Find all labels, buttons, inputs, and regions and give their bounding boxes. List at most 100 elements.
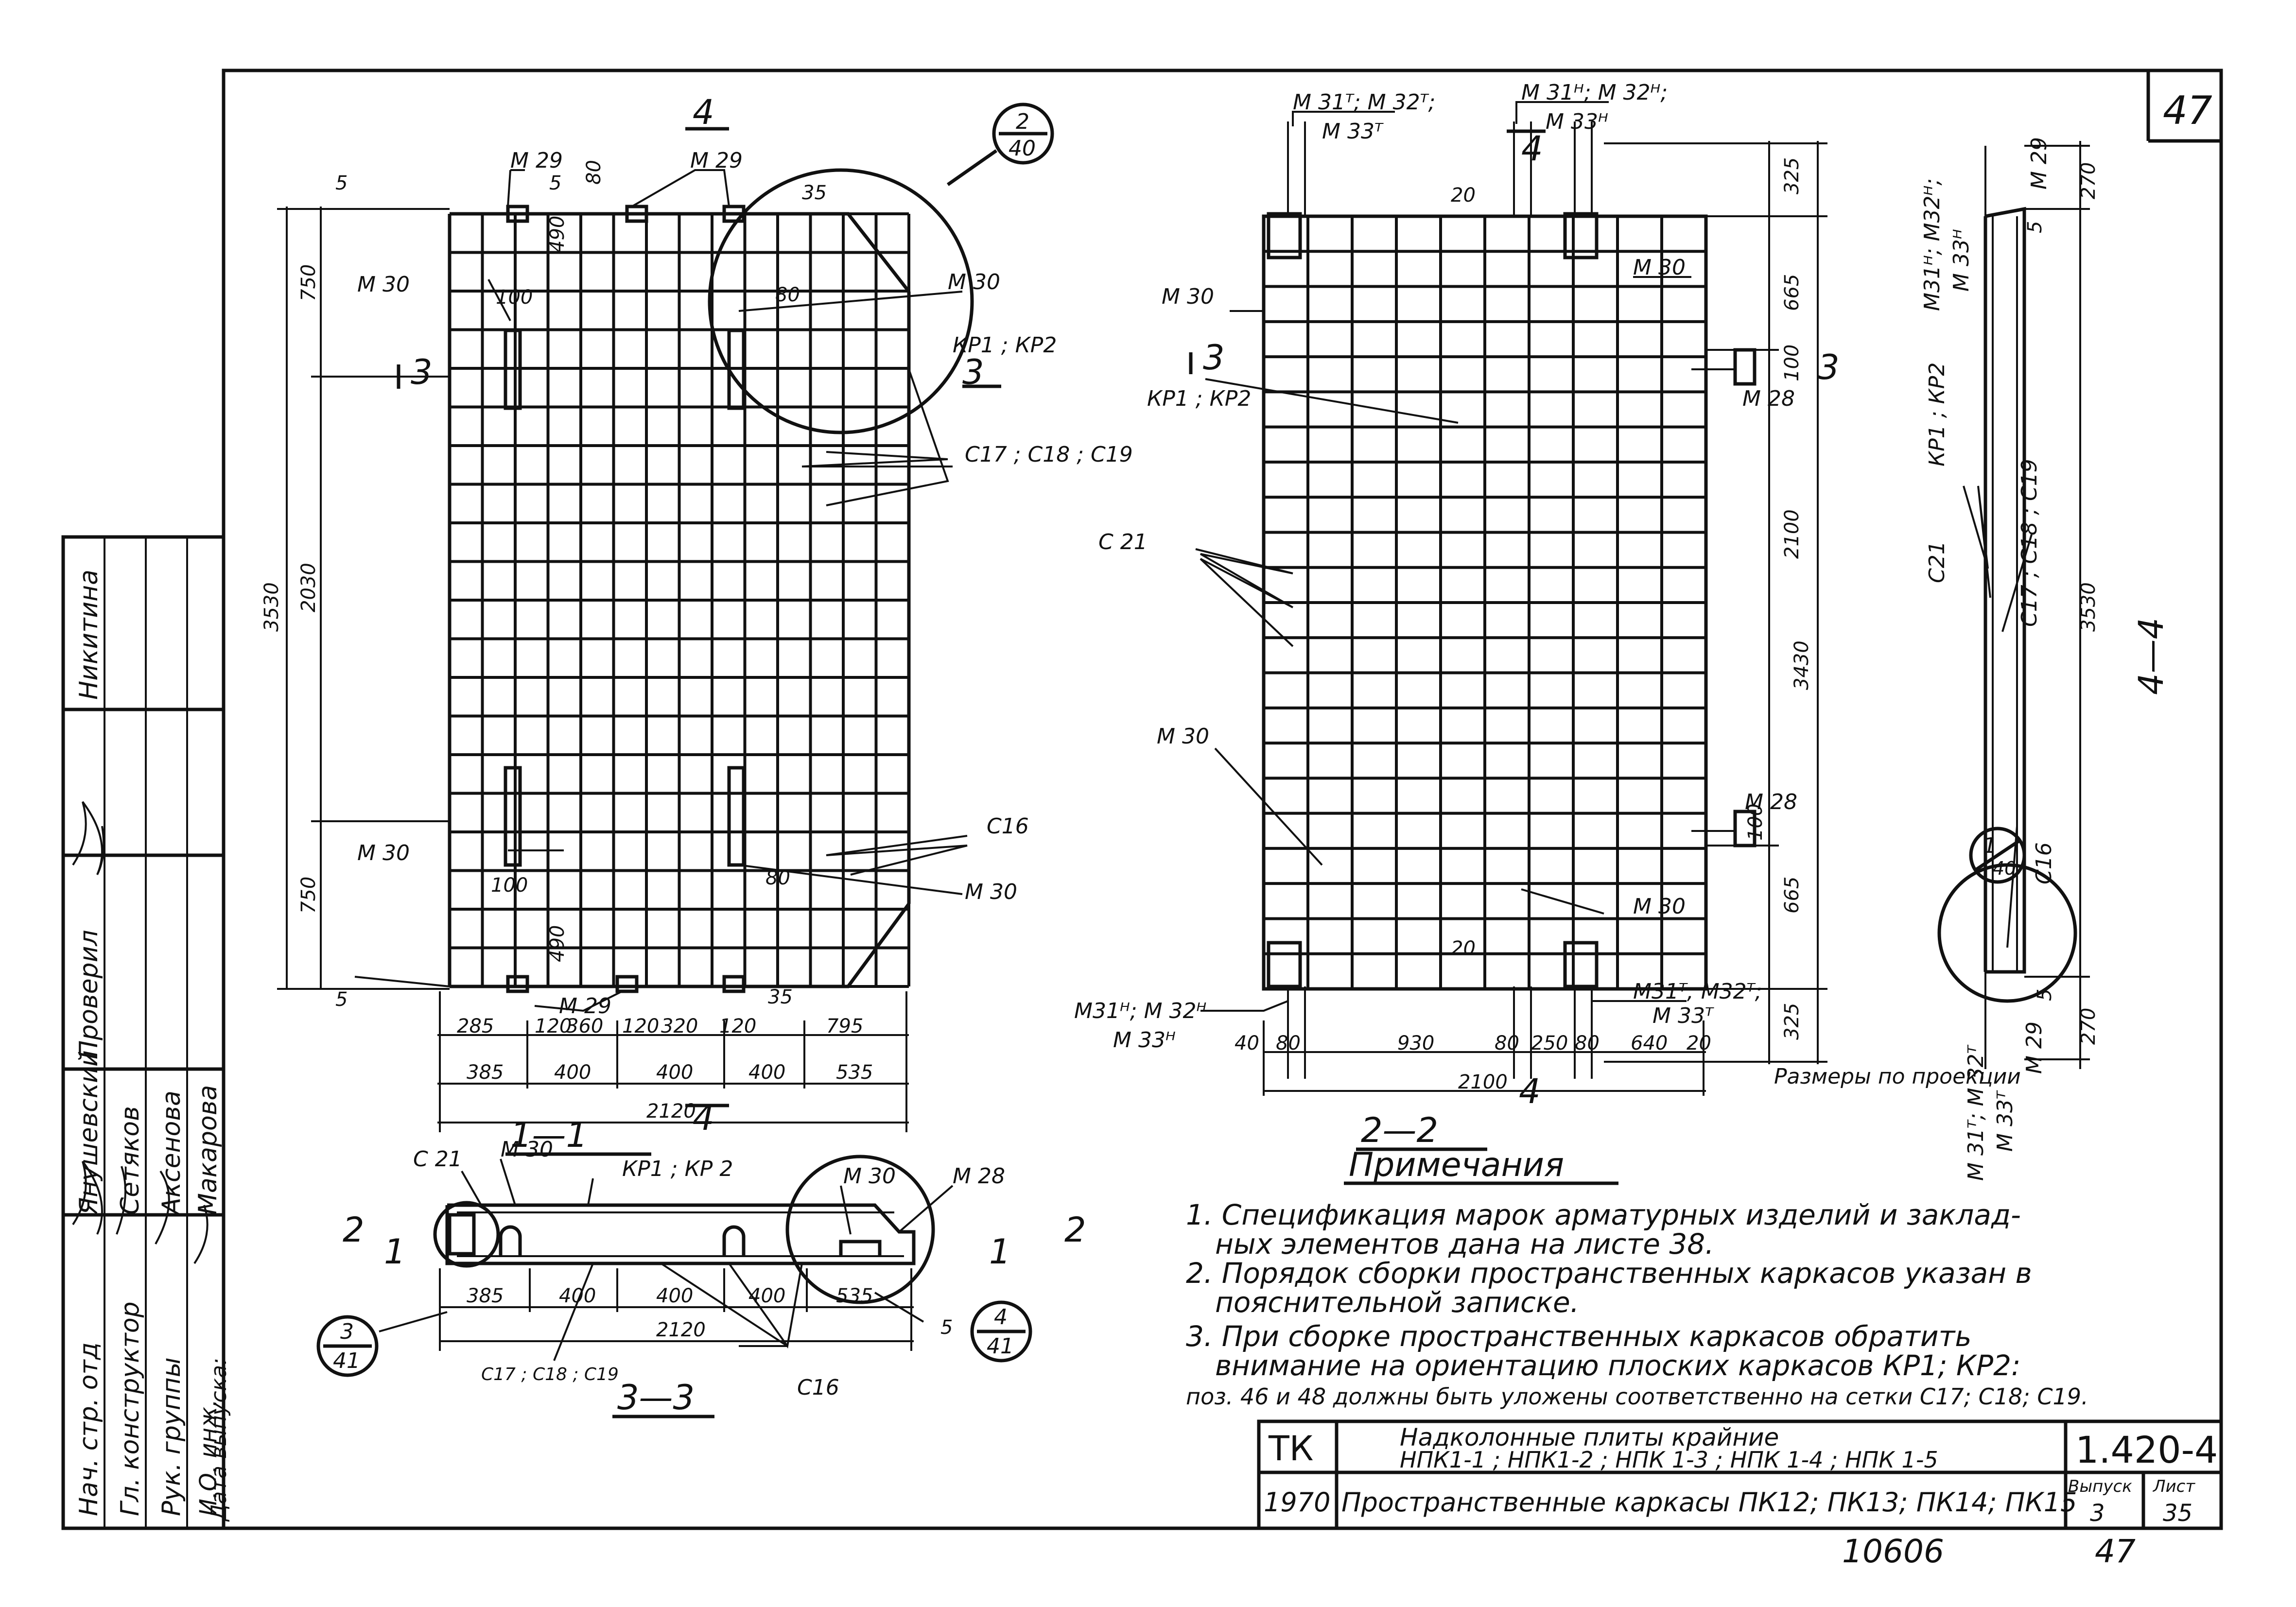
dim-33-0: 385: [467, 1285, 504, 1307]
dim-r2-4: 535: [836, 1061, 873, 1084]
detail-circle-1: [1937, 863, 2077, 1003]
view-1-1: 3530 750 2030 750 5 5 5 80 80 80 35 35 4…: [261, 92, 1133, 1156]
dim-35-b: 35: [768, 986, 793, 1008]
dim-r1-6: 795: [826, 1015, 863, 1037]
rebar-mesh-1-1: [448, 212, 910, 988]
cut-1-right: 1: [989, 1232, 1011, 1272]
section-loops-3-3: [448, 1213, 882, 1256]
note-line-1: ных элементов дана на листе 38.: [1215, 1227, 1714, 1261]
dims-left-1-1: [277, 207, 450, 990]
detail-circle-4: [785, 1155, 935, 1304]
dim-b-7: 20: [1687, 1032, 1711, 1054]
side-stamp: Нач. стр. отд Янушевский Проверил Никити…: [61, 535, 231, 1530]
callout-2-num: 2: [1016, 109, 1029, 134]
view-4-4: 270 5 3530 5 270 M 29 M31ᴴ; M32ᴴ; M 33ᴴ …: [1920, 137, 2171, 1181]
dim-b-3: 80: [1495, 1032, 1519, 1054]
cut-4-top: 4: [693, 92, 714, 132]
mark-m30-3a: M 30: [501, 1137, 553, 1162]
mark-m29-a: M 29: [510, 148, 563, 173]
signature-marks: [72, 1160, 209, 1264]
dim-2100-v: 2100: [1781, 509, 1803, 559]
mark-m28-a: M 28: [1742, 386, 1795, 411]
dim-b-0: 40: [1235, 1032, 1259, 1054]
stamp-name-1: Сетяков: [116, 1106, 145, 1215]
rebar-mesh-2-2: [1262, 215, 1707, 990]
dims-right-2-2: [1604, 141, 1827, 1064]
mark-c21-4: С21: [1925, 541, 1949, 583]
cut-2-left: 2: [343, 1210, 365, 1250]
cut-4-bot-2: 4: [1519, 1071, 1541, 1111]
dim-r1-2: 360: [566, 1015, 603, 1037]
mark-m31t: M 31ᵀ; M 32ᵀ;: [1293, 90, 1435, 115]
dim-33-4: 535: [836, 1285, 873, 1307]
stamp-role-2: Рук. группы: [157, 1357, 186, 1516]
dim-5-4a: 5: [2024, 221, 2046, 233]
dim-270-b: 270: [2077, 1008, 2100, 1045]
mark-c17-4: С17 ; С18 ; С19: [2017, 459, 2042, 627]
cut-1-left: 1: [384, 1232, 406, 1272]
mark-m30-d: M 30: [965, 880, 1017, 904]
mark-m30-2a: M 30: [1162, 284, 1214, 309]
dims-4-4: [2024, 141, 2090, 1069]
notes-block: Примечания 1. Спецификация марок арматур…: [1186, 1146, 2088, 1410]
cut-3-right-2: 3: [1818, 347, 1840, 387]
dim-5-c: 5: [335, 988, 348, 1011]
dim-490-b: 490: [546, 925, 569, 962]
view-1-1-title: 1—1: [510, 1115, 588, 1155]
stamp-name-2: Аксенова: [157, 1090, 186, 1216]
mark-m31t-4: M 31ᵀ; M 32ᵀ: [1964, 1044, 1988, 1181]
dim-b-4: 250: [1531, 1032, 1568, 1054]
notes-title: Примечания: [1349, 1146, 1564, 1184]
tb-issue-label: Выпуск: [2068, 1477, 2132, 1496]
mark-m30-2d: M 30: [1633, 894, 1686, 919]
detail-circle-3: [433, 1201, 500, 1268]
embedded-plates-2-2: [1267, 212, 1757, 988]
mark-m29-c: M 29: [559, 994, 611, 1019]
checker-signature: [72, 801, 105, 875]
dim-750-bot: 750: [297, 877, 320, 914]
view-3-3-title: 3—3: [617, 1378, 695, 1417]
mark-m29-4b: M 29: [2022, 1021, 2047, 1074]
note-line-6: поз. 46 и 48 должны быть уложены соответ…: [1186, 1383, 2088, 1410]
mark-m33t: M 33ᵀ: [1322, 119, 1384, 144]
mark-c16-4: С16: [2032, 842, 2056, 884]
mark-kp-2: КР1 ; КР2: [1147, 386, 1251, 411]
stamp-checker: Никитина: [74, 570, 104, 700]
sheet-number-top: 47: [2163, 88, 2212, 133]
stamp-checked: Проверил: [74, 930, 104, 1059]
tb-sheet: 35: [2163, 1500, 2192, 1527]
dim-b-1: 80: [1276, 1032, 1301, 1054]
mark-m30-b: M 30: [948, 270, 1000, 294]
dim-r1-5: 120: [719, 1015, 756, 1037]
mark-m31h: M 31ᴴ; M 32ᴴ;: [1521, 80, 1668, 105]
mark-m33h-4: M 33ᴴ: [1949, 229, 1974, 292]
dim-3530-4: 3530: [2077, 582, 2100, 632]
dim-b-5: 80: [1575, 1032, 1600, 1054]
cut-4-top-2: 4: [1521, 129, 1543, 169]
stamp-role-1: Гл. конструктор: [116, 1301, 145, 1516]
dim-325-top: 325: [1781, 157, 1803, 194]
mark-m33h: M 33ᴴ: [1546, 109, 1608, 134]
mark-m30-3b: M 30: [843, 1164, 896, 1189]
mark-m30-c: M 30: [357, 841, 410, 865]
mark-kp-3: КР1 ; КР 2: [622, 1157, 733, 1181]
stamp-role-0: Нач. стр. отд: [74, 1342, 104, 1516]
mark-m30-2c: M 30: [1157, 724, 1209, 749]
dims-bottom-1-1: [437, 991, 909, 1132]
callout-2-40: [992, 103, 1054, 165]
tb-code: 1.420-4: [2075, 1428, 2218, 1471]
stamp-name-3: Макарова: [193, 1085, 223, 1215]
dim-2120: 2120: [646, 1100, 696, 1123]
mark-kp1-kp2: КР1 ; КР2: [953, 333, 1057, 358]
dim-100-a-2: 100: [1781, 345, 1803, 381]
mark-m29-4t: M 29: [2027, 137, 2052, 190]
sheet-number-bottom: 47: [2095, 1533, 2136, 1570]
mark-m28-b: M 28: [1745, 790, 1797, 814]
view-2-2-title: 2—2: [1361, 1110, 1438, 1150]
tb-year: 1970: [1264, 1487, 1330, 1518]
note-projection: Размеры по проекции: [1774, 1064, 2021, 1089]
dim-r1-0: 285: [457, 1015, 494, 1037]
mark-c21-2: С 21: [1098, 530, 1148, 554]
stamp-role-3: И.О. инж.: [195, 1399, 222, 1516]
